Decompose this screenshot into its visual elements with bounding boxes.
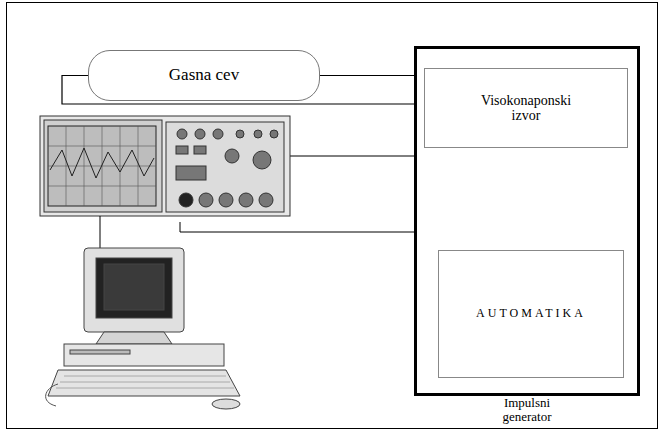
tube-pill: Gasna cev: [88, 50, 320, 101]
cable-connector: [320, 75, 424, 76]
automation-box: AUTOMATIKA: [438, 250, 624, 378]
generator-housing: Impulsni generatorVisokonaponski izvorAU…: [414, 46, 640, 396]
computer: [46, 248, 240, 409]
box-label: AUTOMATIKA: [476, 307, 586, 320]
hv-source-box: Visokonaponski izvor: [424, 68, 628, 148]
box-caption: Impulsni generator: [482, 396, 572, 425]
scope-cable: [100, 216, 101, 250]
box-label: Visokonaponski izvor: [466, 93, 586, 124]
page-frame: [7, 3, 658, 429]
box-label: Gasna cev: [169, 66, 239, 85]
oscilloscope: [40, 116, 290, 216]
